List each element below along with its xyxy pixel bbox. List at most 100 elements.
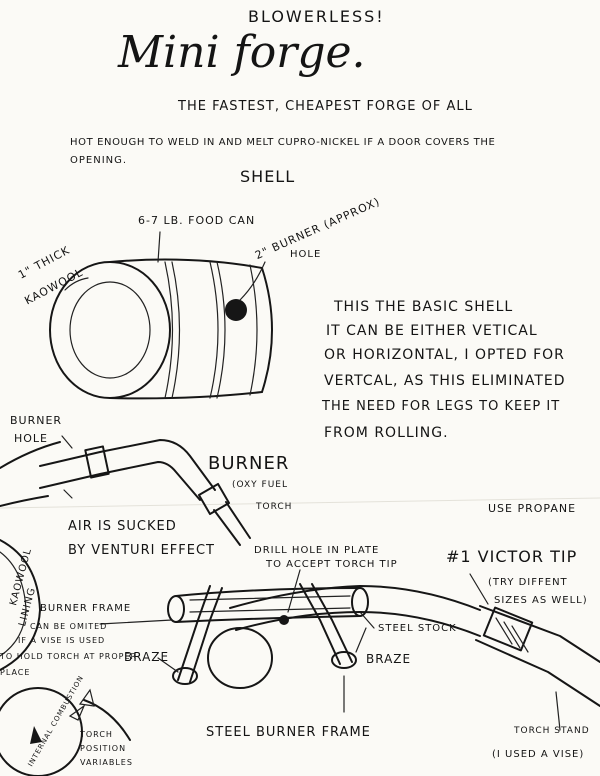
omit-note-1: CAN BE OMITED — [30, 622, 108, 631]
torch-label-2: TORCH — [256, 502, 293, 512]
page-title: Mini forge. — [118, 27, 366, 78]
left-leg — [177, 585, 223, 683]
subtitle: THE FASTEST, CHEAPEST FORGE OF ALL — [178, 99, 473, 114]
victor-tip-label: #1 VICTOR TIP — [446, 547, 578, 566]
frame-bottom — [175, 615, 361, 623]
frame-end-right — [351, 587, 369, 617]
food-can-pointer — [157, 231, 161, 263]
kaowool-inner-ring — [69, 281, 151, 379]
note-line-4: VERTCAL, AS THIS ELIMINATED — [324, 373, 566, 389]
drill-hole-label-1: DRILL HOLE IN PLATE — [254, 545, 380, 556]
torch-with-tip — [229, 573, 600, 731]
braze-right-label: BRAZE — [366, 652, 412, 666]
braze-left-pointer — [157, 657, 179, 673]
steel-burner-frame — [99, 569, 375, 713]
paper-fold-line — [0, 497, 600, 509]
torch-tip-collar — [482, 606, 534, 652]
combustion-chamber — [0, 687, 83, 776]
torch-position-label-1: TORCH — [80, 730, 113, 739]
victor-tip-pointer — [469, 573, 489, 605]
braze-right-blob — [331, 651, 357, 669]
note-line-6: FROM ROLLING. — [324, 425, 449, 441]
collar-hatch — [495, 617, 529, 653]
burner-hole-pointer — [61, 435, 73, 449]
torch-position-label-3: VARIABLES — [80, 758, 133, 767]
can-rib — [249, 264, 258, 396]
omit-note-3: TO HOLD TORCH AT PROPER — [0, 652, 138, 661]
frame-top — [175, 587, 361, 597]
can-rib — [209, 261, 219, 399]
can-top-edge — [109, 258, 263, 269]
right-leg — [299, 583, 353, 665]
burner-hole-pointer — [239, 261, 266, 301]
food-can-shell — [49, 231, 273, 400]
air-label-2: BY VENTURI EFFECT — [68, 543, 215, 558]
torch-stand-label-2: (I USED A VISE) — [492, 749, 585, 760]
burner-hole — [225, 299, 247, 321]
flame-mark — [30, 726, 42, 744]
note-line-1: THIS THE BASIC SHELL — [334, 299, 514, 315]
can-back-end — [261, 267, 273, 393]
drill-pointer — [287, 569, 301, 613]
braze-left-blob — [172, 667, 198, 685]
torch-stand-pointer — [555, 691, 561, 731]
intro-line-2: OPENING. — [70, 155, 128, 166]
torch-position-sketch — [0, 687, 131, 776]
air-pointer — [63, 489, 73, 499]
can-rib — [171, 261, 181, 399]
omit-note-2: IF A VISE IS USED — [18, 636, 106, 645]
braze-left-label: BRAZE — [124, 650, 170, 664]
can-bottom-edge — [109, 391, 263, 400]
steel-stock-label: STEEL STOCK — [378, 623, 457, 634]
can-side-curve — [0, 441, 61, 469]
torch-pipe-bottom — [235, 611, 481, 637]
kaowool-lining-inner — [0, 551, 27, 657]
note-line-3: OR HORIZONTAL, I OPTED FOR — [324, 347, 565, 363]
kaowool-pointer — [64, 277, 89, 291]
food-can-label: 6-7 LB. FOOD CAN — [138, 214, 256, 227]
note-line-2: IT CAN BE EITHER VETICAL — [326, 323, 538, 339]
burner-frame-label: BURNER FRAME — [40, 603, 132, 614]
intro-line-1: HOT ENOUGH TO WELD IN AND MELT CUPRO-NIC… — [70, 137, 496, 148]
note-line-5: THE NEED FOR LEGS TO KEEP IT — [322, 399, 561, 414]
torch-label-1: (OXY FUEL — [232, 480, 289, 490]
steel-frame-label: STEEL BURNER FRAME — [206, 725, 371, 740]
torch-position-arrow — [68, 704, 86, 721]
drill-hole-label-2: TO ACCEPT TORCH TIP — [266, 559, 398, 570]
torch-stand-label-1: TORCH STAND — [514, 726, 590, 736]
torch-nozzle — [197, 482, 231, 516]
burner-hole-label-2: HOLE — [290, 249, 322, 260]
torch-body-bottom — [475, 639, 600, 707]
torch-handle — [213, 501, 251, 546]
burner-hole-side-label-1: BURNER — [10, 414, 63, 427]
try-sizes-label-2: SIZES AS WELL) — [494, 595, 588, 606]
steel-stock-pointer — [359, 611, 375, 629]
can-side-curve — [0, 495, 49, 507]
burner-hole-side-label-2: HOLE — [14, 432, 49, 445]
torch-body-top — [479, 605, 600, 663]
burner-pipe-top — [39, 439, 216, 491]
frame-end-left — [167, 595, 185, 623]
try-sizes-label-1: (TRY DIFFENT — [488, 577, 568, 588]
torch-pipe-top — [229, 585, 481, 611]
air-label-1: AIR IS SUCKED — [68, 519, 177, 534]
braze-right-pointer — [355, 627, 367, 653]
shell-heading: SHELL — [240, 167, 296, 186]
can-rib — [164, 261, 174, 399]
burner-heading: BURNER — [208, 453, 290, 474]
burner-collar — [84, 445, 110, 479]
omit-note-4: PLACE — [0, 668, 31, 677]
burner-assembly — [0, 435, 251, 671]
blowerless-note: BLOWERLESS! — [248, 7, 385, 26]
torch-tip-circle — [207, 627, 273, 689]
can-rib — [216, 261, 226, 399]
burner-pipe-bottom — [39, 461, 201, 501]
burner-frame-pointer — [99, 619, 173, 625]
torch-position-arrow — [78, 688, 95, 707]
propane-note: USE PROPANE — [488, 502, 577, 515]
kaowool-lining-arc — [0, 539, 41, 671]
torch-position-label-2: POSITION — [80, 744, 127, 753]
torch-position-line — [83, 699, 131, 741]
